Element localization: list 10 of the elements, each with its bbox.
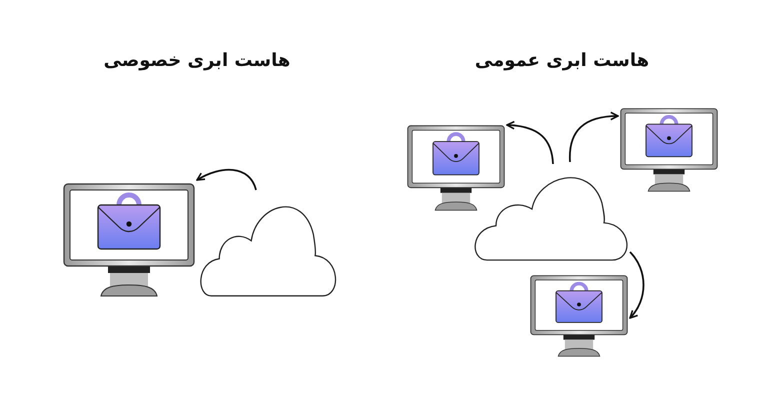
arrow	[569, 112, 619, 162]
heading: هاست ابری خصوصی	[104, 50, 290, 71]
arrow	[629, 251, 644, 319]
monitor-drawing	[63, 183, 195, 297]
arrow	[196, 168, 257, 190]
heading: هاست ابری عمومی	[474, 50, 650, 71]
monitor-drawing	[407, 125, 505, 211]
monitor-drawing	[620, 108, 718, 192]
monitor-drawing	[530, 275, 628, 357]
arrow	[506, 121, 554, 164]
